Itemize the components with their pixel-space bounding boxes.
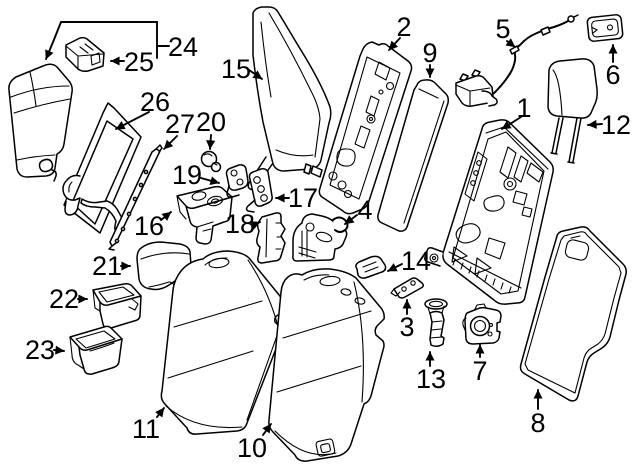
callout-5[interactable]: 5 [495, 14, 516, 48]
callout-19-label[interactable]: 19 [172, 160, 202, 190]
part-14-retaining-clip [355, 255, 387, 279]
callout-7-label[interactable]: 7 [472, 356, 487, 386]
callout-3-label[interactable]: 3 [399, 312, 414, 342]
part-6-latch-bezel [586, 14, 624, 42]
callout-5-label[interactable]: 5 [495, 14, 510, 44]
callout-2[interactable]: 2 [388, 12, 412, 51]
callout-18-label[interactable]: 18 [225, 209, 255, 239]
part-2-side-frame-panel [303, 41, 413, 215]
callout-27[interactable]: 27 [163, 109, 195, 150]
part-27-trim-strip [108, 144, 163, 251]
part-22-storage-tray [92, 283, 142, 329]
callout-20-label[interactable]: 20 [196, 107, 226, 137]
callout-14[interactable]: 14 [387, 246, 431, 276]
part-11-seat-cushion-left [160, 250, 288, 435]
callouts: 1 2 3 4 5 6 7 8 [25, 12, 631, 463]
callout-7[interactable]: 7 [472, 344, 488, 386]
callout-22[interactable]: 22 [49, 284, 88, 314]
callout-15[interactable]: 15 [221, 54, 263, 84]
callout-12-label[interactable]: 12 [601, 110, 631, 140]
callout-24[interactable]: 24 [45, 21, 198, 62]
callout-19[interactable]: 19 [172, 160, 220, 190]
callout-11[interactable]: 11 [132, 407, 165, 444]
callout-13-label[interactable]: 13 [416, 364, 446, 394]
callout-9-label[interactable]: 9 [422, 38, 437, 68]
callout-2-label[interactable]: 2 [396, 12, 411, 42]
callout-20[interactable]: 20 [196, 107, 226, 150]
callout-25[interactable]: 25 [110, 47, 154, 77]
callout-10-label[interactable]: 10 [237, 433, 267, 463]
callout-10[interactable]: 10 [237, 423, 272, 463]
callout-16[interactable]: 16 [134, 211, 172, 241]
part-24-armrest-drawing [8, 63, 73, 182]
part-1-seat-back-frame [424, 119, 554, 305]
callout-1[interactable]: 1 [501, 93, 532, 130]
part-25-latch-button-drawing [65, 36, 105, 72]
callout-8[interactable]: 8 [530, 389, 546, 438]
callout-18[interactable]: 18 [225, 209, 261, 239]
callout-16-label[interactable]: 16 [134, 211, 164, 241]
part-9-foam-pad [377, 79, 449, 232]
part-15-side-cover [247, 6, 332, 191]
part-7-seat-lock [462, 303, 502, 345]
part-18-support-bracket [256, 212, 286, 264]
callout-12[interactable]: 12 [587, 110, 631, 140]
part-20-grommet [200, 150, 222, 173]
part-19-small-bracket [225, 164, 249, 198]
callout-4[interactable]: 4 [344, 195, 373, 225]
callout-14-label[interactable]: 14 [401, 246, 431, 276]
callout-15-label[interactable]: 15 [221, 54, 251, 84]
part-23-cup-holder-insert [69, 325, 123, 375]
callout-24-label[interactable]: 24 [168, 32, 198, 62]
part-10-seat-cushion-right [268, 268, 385, 462]
callout-6[interactable]: 6 [605, 44, 621, 90]
callout-23[interactable]: 23 [25, 335, 65, 365]
callout-22-label[interactable]: 22 [49, 284, 79, 314]
part-13-guide-pin [424, 298, 448, 348]
callout-3[interactable]: 3 [399, 299, 415, 342]
callout-8-label[interactable]: 8 [530, 408, 545, 438]
part-8-back-panel [519, 226, 627, 402]
part-3-mounting-plate [390, 277, 425, 299]
part-26-trim-frame [62, 102, 142, 234]
part-5-release-cable [455, 14, 579, 107]
callout-11-label[interactable]: 11 [132, 414, 160, 444]
callout-23-label[interactable]: 23 [25, 335, 55, 365]
callout-17-label[interactable]: 17 [288, 183, 318, 213]
callout-13[interactable]: 13 [416, 351, 446, 394]
callout-17[interactable]: 17 [275, 183, 318, 213]
part-12-headrest [547, 58, 598, 164]
callout-21-label[interactable]: 21 [92, 251, 122, 281]
part-4-hinge-bracket [292, 213, 349, 262]
part-17-hole-bracket [245, 168, 273, 213]
callout-27-label[interactable]: 27 [165, 109, 195, 139]
callout-9[interactable]: 9 [422, 38, 438, 78]
callout-26-label[interactable]: 26 [140, 87, 170, 117]
part-16-mounting-bracket [176, 185, 233, 245]
callout-1-label[interactable]: 1 [516, 93, 531, 123]
callout-6-label[interactable]: 6 [605, 60, 620, 90]
callout-4-label[interactable]: 4 [357, 195, 372, 225]
callout-26[interactable]: 26 [115, 87, 170, 130]
callout-21[interactable]: 21 [92, 251, 131, 281]
callout-25-label[interactable]: 25 [124, 47, 154, 77]
